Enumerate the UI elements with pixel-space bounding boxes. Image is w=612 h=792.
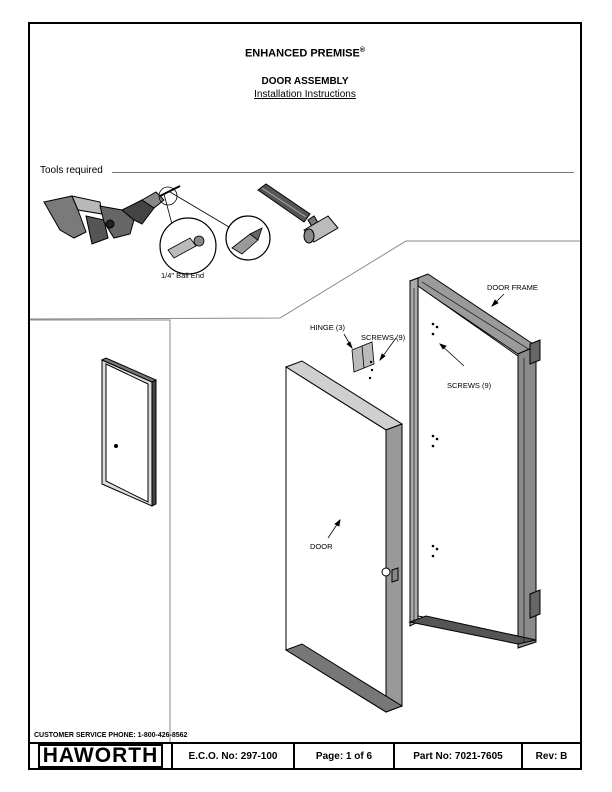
instruction-sheet: ENHANCED PREMISE® DOOR ASSEMBLY Installa… [28,22,582,770]
revision: Rev: B [521,744,580,768]
assembly-illustration [30,183,580,744]
ball-end-bit-label: 1/4" Ball End [161,271,205,280]
callout-arrows [327,293,505,539]
door-frame-drawing [408,273,541,649]
haworth-logo: HAWORTH [30,744,171,768]
document-title: ENHANCED PREMISE® [244,47,366,60]
tools-section-label: Tools required [40,165,107,176]
hinge-icon [351,341,375,380]
customer-service-phone: CUSTOMER SERVICE PHONE: 1-800-426-8562 [34,732,188,739]
door-label: DOOR [310,542,333,551]
hinge-label: HINGE (3) [310,323,346,332]
phillips-bit-icon [225,215,271,261]
registered-mark: ® [359,47,366,54]
part-number: Part No: 7021-7605 [393,744,521,768]
page-number: Page: 1 of 6 [293,744,393,768]
tools-divider [112,172,574,173]
logo-wordmark: HAWORTH [37,744,164,768]
assembled-door-thumbnail [100,357,158,507]
section-dividers [30,240,580,744]
eco-number: E.C.O. No: 297-100 [171,744,293,768]
instructions-heading: Installation Instructions [254,89,356,100]
hinge-screws-label: SCREWS (9) [361,333,406,342]
document-subtitle: DOOR ASSEMBLY [261,76,349,87]
mallet-icon [257,183,339,244]
cordless-drill-icon [43,185,181,245]
door-panel-drawing [284,360,404,713]
door-frame-label: DOOR FRAME [487,283,538,292]
title-block: HAWORTH E.C.O. No: 297-100 Page: 1 of 6 … [30,742,580,768]
ball-end-bit-icon [159,217,217,275]
frame-screws-label: SCREWS (9) [447,381,492,390]
